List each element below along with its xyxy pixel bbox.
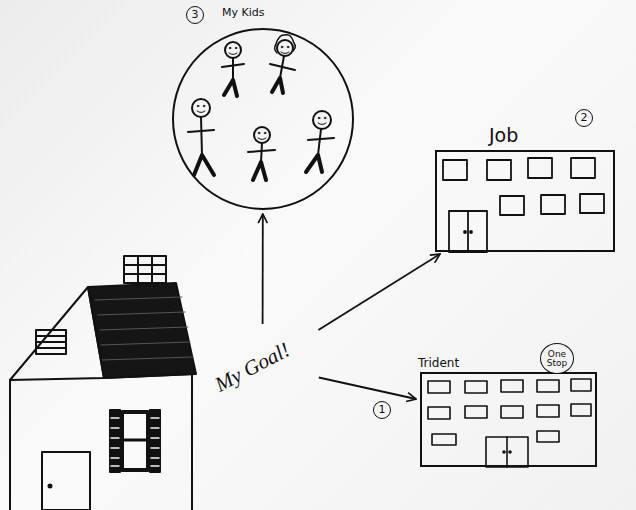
circle-heading: My Kids (222, 6, 264, 19)
oval-text: One Stop (541, 344, 573, 373)
one-stop-oval: One Stop (540, 343, 574, 374)
arrow-connector (318, 254, 440, 330)
callout-number: 3 (186, 6, 204, 24)
job-building-windows (443, 158, 604, 252)
callout-number: 1 (373, 401, 391, 419)
job-building: Job (435, 150, 615, 252)
kids-circle: My Kids (172, 28, 354, 210)
stick-figures (188, 35, 334, 180)
arrow-connector (319, 378, 416, 400)
goal-text: My Goal! (211, 337, 294, 397)
building-heading: Trident (418, 356, 459, 370)
trident-building: TridentOne Stop (420, 372, 597, 467)
building-heading: Job (489, 124, 518, 146)
arrow-connector (262, 214, 264, 324)
callout-number: 2 (575, 109, 593, 127)
trident-building-windows (428, 379, 591, 467)
house-drawing (10, 256, 196, 510)
goal-text-node: My Goal! (209, 327, 316, 403)
